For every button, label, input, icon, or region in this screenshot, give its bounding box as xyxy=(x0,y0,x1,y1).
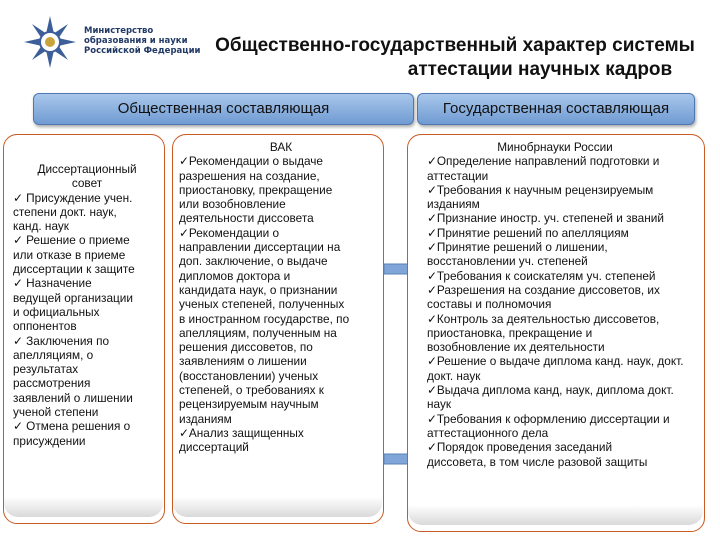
ministry-line: ✓Требования к оформлению диссертации и xyxy=(427,411,670,426)
council-line: ✓ Решение о приеме xyxy=(13,233,130,248)
ministry-line: ✓Принятие решений о лишении, xyxy=(427,240,608,255)
council-line: рассмотрения xyxy=(13,376,91,391)
council-line: заявлений о лишении xyxy=(13,390,133,405)
ministry-line: докт. наук xyxy=(427,368,481,383)
ministry-name-line: Российской Федерации xyxy=(84,46,201,56)
vak-line: ✓Рекомендации о xyxy=(179,225,280,240)
vak-line: ученых степеней, полученных xyxy=(179,297,345,312)
ministry-title: Минобрнауки России xyxy=(497,140,613,154)
ministry-panel xyxy=(407,134,705,532)
title-line-2: аттестации научных кадров xyxy=(407,59,673,80)
vak-line: направлении диссертации на xyxy=(179,240,341,255)
ministry-line: восстановлении уч. степеней xyxy=(427,254,588,269)
vak-line: деятельности диссовета xyxy=(179,211,314,226)
ministry-content: Минобрнауки России ✓Определение направле… xyxy=(427,140,703,469)
council-line: результатах xyxy=(13,362,79,377)
ministry-line: составы и полномочия xyxy=(427,297,552,312)
vak-line: дипломов доктора и xyxy=(179,268,291,283)
vak-line: кандидата наук, о признании xyxy=(179,282,338,297)
ministry-line: ✓Определение направлений подготовки и xyxy=(427,154,660,169)
council-line: апелляциям, о xyxy=(13,347,94,362)
ministry-emblem-icon xyxy=(24,16,76,68)
vak-line: приостановку, прекращение xyxy=(179,182,333,197)
vak-line: рецензируемым научным xyxy=(179,397,319,412)
dissertation-council-panel xyxy=(3,134,165,524)
council-line: диссертации к защите xyxy=(13,262,135,277)
vak-line: заявлениям о лишении xyxy=(179,354,307,369)
council-line: степени докт. наук, xyxy=(13,204,117,219)
ministry-line: ✓Требования к научным рецензируемым xyxy=(427,182,654,197)
council-line: ведущей организации xyxy=(13,290,133,305)
vak-line: или возобновление xyxy=(179,197,286,212)
vak-line: изданиям xyxy=(179,411,232,426)
ministry-line: аттестации xyxy=(427,168,489,183)
panel-shade xyxy=(173,497,382,517)
vak-line: решения диссоветов, по xyxy=(179,340,313,355)
ministry-line: ✓Принятие решений по апелляциям xyxy=(427,225,629,240)
council-line: присуждении xyxy=(13,433,86,448)
dissertation-council-content: Диссертационный совет ✓ Присуждение учен… xyxy=(13,162,161,448)
ministry-name-line: Министерство xyxy=(84,26,154,36)
ministry-line: изданиям xyxy=(427,197,480,212)
vak-panel xyxy=(172,134,384,524)
ministry-name: Министерство образования и науки Российс… xyxy=(84,26,200,56)
panel-shade xyxy=(4,497,163,517)
state-component-header: Государственная составляющая xyxy=(417,93,695,125)
vak-line: разрешения на создание, xyxy=(179,168,320,183)
vak-line: диссертаций xyxy=(179,440,249,455)
ministry-line: ✓Порядок проведения заседаний xyxy=(427,440,613,455)
council-line: ученой степени xyxy=(13,405,99,420)
ministry-name-line: образования и науки xyxy=(84,36,188,46)
panel-shade xyxy=(408,505,703,525)
page-title: Общественно-государственный характер сис… xyxy=(200,34,710,82)
public-component-header: Общественная составляющая xyxy=(33,93,414,125)
ministry-line: аттестационного дела xyxy=(427,425,549,440)
vak-line: апелляциям, полученным на xyxy=(179,325,337,340)
ministry-line: ✓Выдача диплома канд, наук, диплома докт… xyxy=(427,383,674,398)
ministry-line: ✓Разрешения на создание диссоветов, их xyxy=(427,282,660,297)
council-line: оппонентов xyxy=(13,319,77,334)
title-line-1: Общественно-государственный характер сис… xyxy=(215,35,695,56)
vak-line: (восстановлении) ученых xyxy=(179,368,319,383)
council-line: ✓ Назначение xyxy=(13,276,92,291)
council-line: ✓ Заключения по xyxy=(13,333,110,348)
council-title-line: Диссертационный xyxy=(37,162,137,176)
vak-line: степеней, о требованиях к xyxy=(179,383,324,398)
ministry-line: ✓Требования к соискателям уч. степеней xyxy=(427,268,656,283)
vak-line: доп. заключение, о выдаче xyxy=(179,254,328,269)
ministry-line: возобновление их деятельности xyxy=(427,340,605,355)
ministry-line: приостановка, прекращение и xyxy=(427,325,593,340)
ministry-line: диссовета, в том числе разовой защиты xyxy=(427,454,648,469)
ministry-line: ✓Решение о выдаче диплома канд. наук, до… xyxy=(427,354,684,369)
council-line: канд. наук xyxy=(13,219,69,234)
council-line: ✓ Отмена решения о xyxy=(13,419,131,434)
ministry-line: наук xyxy=(427,397,452,412)
vak-title: ВАК xyxy=(269,140,293,154)
ministry-line: ✓Признание иностр. уч. степеней и званий xyxy=(427,211,664,226)
vak-content: ВАК ✓Рекомендации о выдаче разрешения на… xyxy=(179,140,383,455)
council-line: ✓ Присуждение учен. xyxy=(13,190,133,205)
council-line: и официальных xyxy=(13,304,100,319)
council-line: или отказе в приеме xyxy=(13,247,126,262)
vak-line: в иностранном государстве, по xyxy=(179,311,350,326)
ministry-line: ✓Контроль за деятельностью диссоветов, xyxy=(427,311,660,326)
vak-line: ✓Рекомендации о выдаче xyxy=(179,154,323,169)
council-title-line: совет xyxy=(71,176,103,191)
ministry-logo: Министерство образования и науки Российс… xyxy=(22,14,200,70)
vak-line: ✓Анализ защищенных xyxy=(179,425,304,440)
